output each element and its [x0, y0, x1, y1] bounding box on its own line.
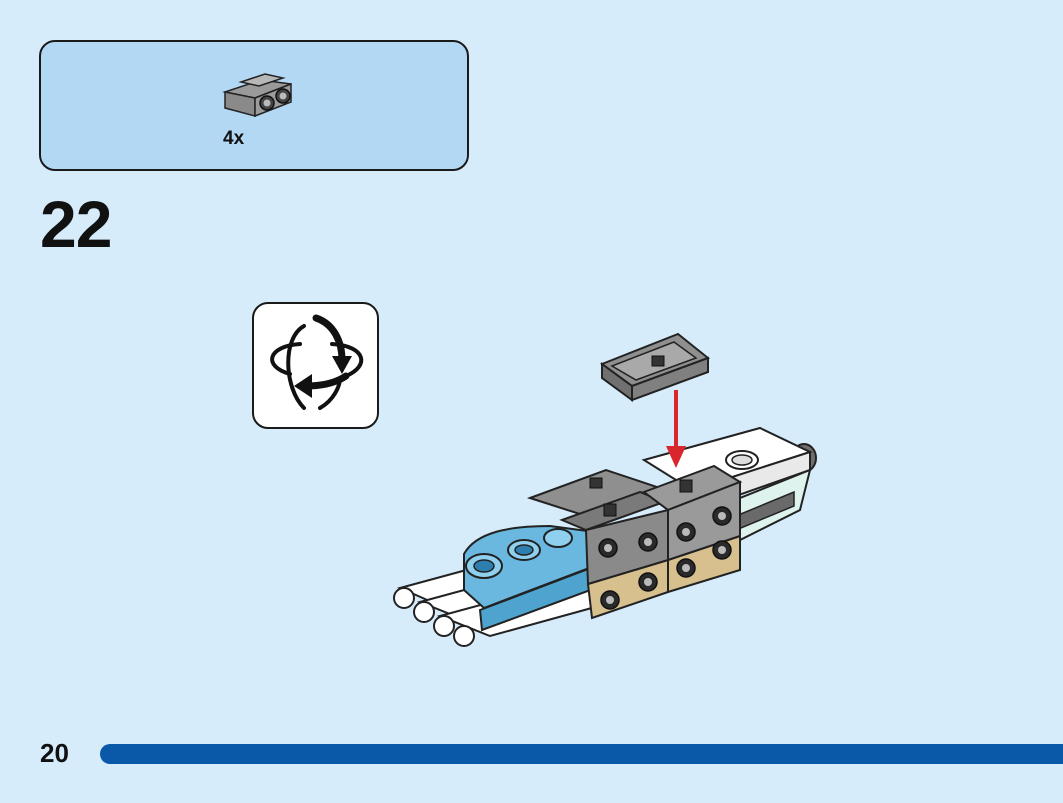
- page-progress-bar: [100, 744, 1063, 764]
- step-number: 22: [40, 187, 112, 261]
- rotate-model-icon: [270, 314, 364, 410]
- rotate-hint-box: [252, 302, 379, 429]
- lego-plane-assembly-image: [393, 332, 817, 647]
- gray-bracket-plate-icon: [222, 73, 292, 118]
- parts-callout: 4x: [39, 40, 469, 171]
- page-number: 20: [40, 738, 69, 768]
- part-quantity: 4x: [223, 128, 245, 149]
